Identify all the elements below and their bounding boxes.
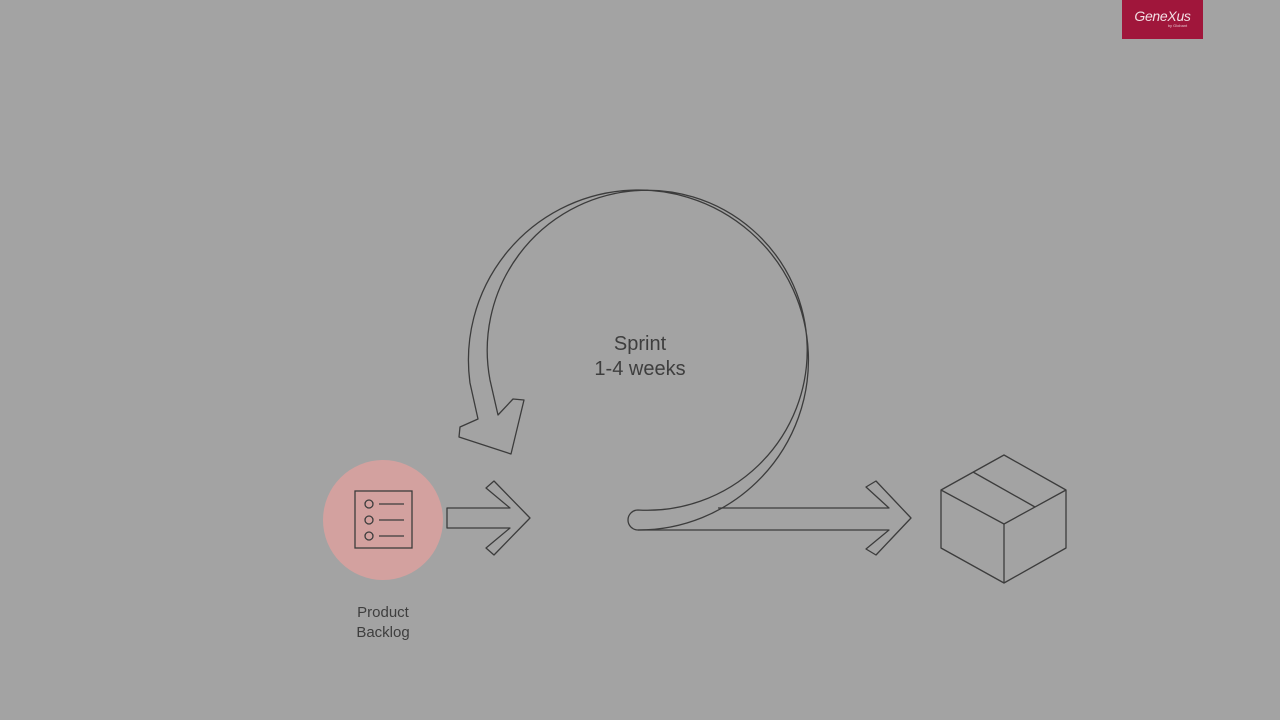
- logo-text: GeneXus: [1134, 8, 1191, 24]
- genexus-logo: GeneXus by Globant: [1122, 0, 1203, 39]
- backlog-label-line1: Product: [357, 604, 409, 621]
- backlog-label: Product Backlog: [323, 603, 443, 643]
- box-icon: [940, 454, 1067, 584]
- exit-arrow: [638, 480, 912, 556]
- logo-subtext: by Globant: [1167, 23, 1188, 28]
- sprint-loop-arrow: [458, 189, 810, 531]
- sprint-title: Sprint: [613, 333, 667, 355]
- entry-arrow: [446, 480, 531, 556]
- backlog-label-line2: Backlog: [356, 624, 410, 641]
- sprint-duration: 1-4 weeks: [594, 358, 686, 380]
- sprint-label: Sprint 1-4 weeks: [560, 332, 720, 382]
- checklist-icon: [354, 490, 413, 549]
